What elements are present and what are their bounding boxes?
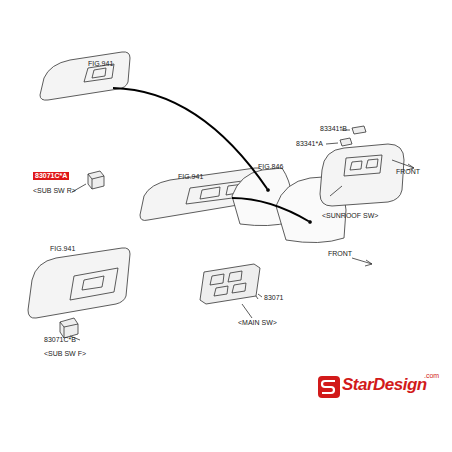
direction-label: FRONT: [328, 250, 352, 258]
sub-assembly-name: <SUB SW F>: [44, 350, 86, 358]
part-number: 83341*A: [296, 140, 323, 148]
figure-ref: FIG.941: [50, 245, 75, 253]
figure-ref: FIG.941: [88, 60, 113, 68]
highlighted-part-number: 83071C*A: [33, 172, 69, 180]
part-number: 83071: [264, 294, 283, 302]
figure-ref: FIG.846: [258, 163, 283, 171]
direction-label: FRONT: [396, 168, 420, 176]
watermark: .com: [424, 372, 439, 379]
sub-assembly-name: <SUNROOF SW>: [322, 212, 378, 220]
part-number: 83341*B: [320, 125, 347, 133]
sub-assembly-name: <SUB SW R>: [33, 187, 76, 195]
sub-assembly-name: <MAIN SW>: [238, 319, 277, 327]
part-number: 83071C*B: [44, 336, 76, 344]
watermark: StarDesign: [342, 375, 427, 395]
figure-ref: FIG.941: [178, 173, 203, 181]
